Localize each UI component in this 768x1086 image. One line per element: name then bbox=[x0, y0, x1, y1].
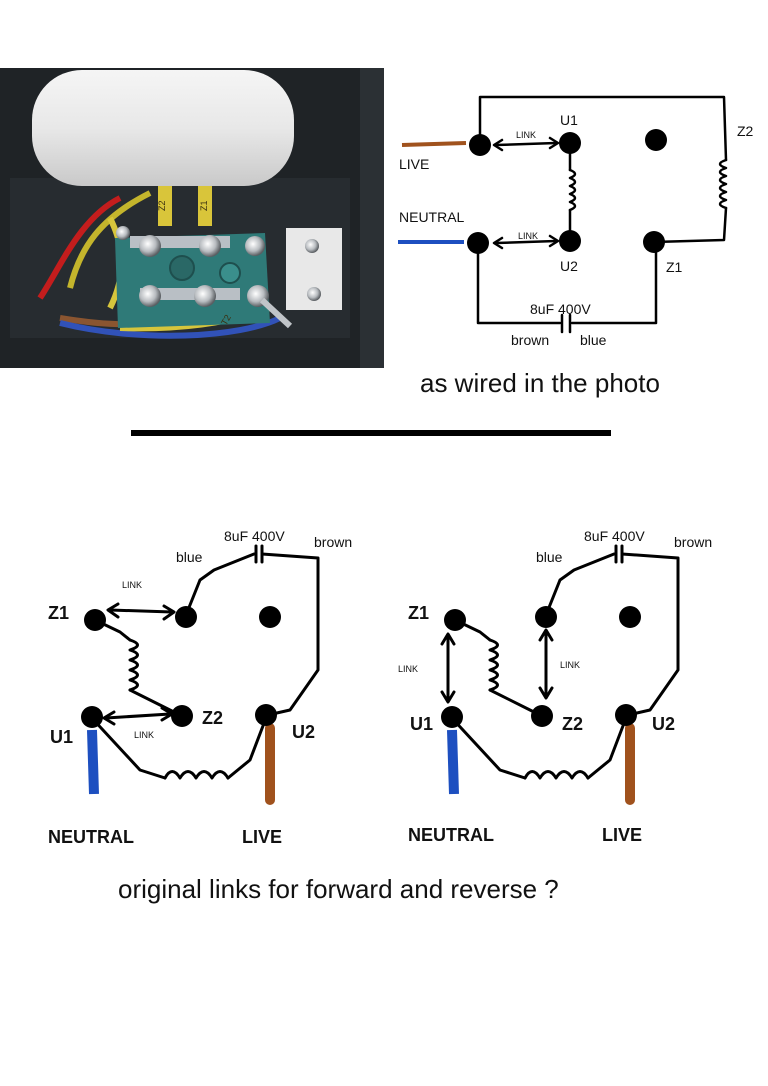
terminal-z2 bbox=[531, 705, 553, 727]
wire-blue-to-cap bbox=[184, 552, 256, 617]
label-capacitor: 8uF 400V bbox=[584, 528, 645, 544]
coil-u1-u2 bbox=[163, 770, 230, 780]
photo-wiring-diagram: LIVE NEUTRAL U1 U2 Z1 Z2 LINK LINK 8uF 4… bbox=[398, 95, 754, 348]
label-z1: Z1 bbox=[666, 259, 683, 275]
terminal-unused bbox=[259, 606, 281, 628]
coil-z1-z2 bbox=[128, 638, 139, 692]
forward-wiring-diagram: 8uF 400V blue brown LINK LINK Z1 Z2 U1 U… bbox=[48, 528, 352, 847]
label-u1: U1 bbox=[560, 112, 578, 128]
label-capacitor: 8uF 400V bbox=[530, 301, 591, 317]
wire-to-capacitor-left bbox=[476, 241, 562, 325]
terminal-nut bbox=[199, 235, 221, 257]
wire-to-capacitor-right bbox=[570, 240, 658, 325]
terminal-u1 bbox=[81, 706, 103, 728]
terminal-nut bbox=[245, 236, 265, 256]
label-blue: blue bbox=[580, 332, 607, 348]
sleeve-mark-t2: T2 bbox=[219, 313, 233, 327]
wire-blue-to-cap bbox=[544, 552, 616, 617]
label-z2: Z2 bbox=[737, 123, 754, 139]
label-live: LIVE bbox=[399, 156, 429, 172]
label-z2: Z2 bbox=[202, 708, 223, 728]
label-neutral: NEUTRAL bbox=[399, 209, 465, 225]
coil-u1-u2 bbox=[568, 168, 577, 212]
label-brown: brown bbox=[314, 534, 352, 550]
wire-cap-to-u2 bbox=[260, 552, 320, 717]
link-arrow-bottom bbox=[494, 239, 558, 245]
terminal-unused bbox=[645, 129, 667, 151]
label-link-left: LINK bbox=[398, 664, 418, 674]
reverse-wiring-diagram: 8uF 400V blue brown LINK LINK Z1 Z2 U1 U… bbox=[398, 528, 712, 845]
terminal-neutral bbox=[467, 232, 489, 254]
neutral-wire bbox=[447, 729, 459, 795]
live-wire-stub bbox=[401, 141, 467, 147]
terminal-nut bbox=[139, 285, 161, 307]
link-arrow-top bbox=[108, 608, 174, 614]
label-link-top: LINK bbox=[516, 130, 536, 140]
terminal-u2 bbox=[559, 230, 581, 252]
sleeve-mark-z2: Z2 bbox=[157, 200, 167, 211]
label-neutral: NEUTRAL bbox=[408, 825, 494, 845]
label-live: LIVE bbox=[602, 825, 642, 845]
terminal-u1 bbox=[559, 132, 581, 154]
label-brown: brown bbox=[511, 332, 549, 348]
capacitor-body bbox=[32, 70, 294, 186]
label-u1: U1 bbox=[50, 727, 73, 747]
terminal-unused bbox=[619, 606, 641, 628]
link-arrow-top bbox=[494, 141, 558, 147]
label-u2: U2 bbox=[652, 714, 675, 734]
coil-u1-u2 bbox=[523, 770, 590, 780]
sleeve-mark-z1: Z1 bbox=[199, 200, 209, 211]
label-z1: Z1 bbox=[408, 603, 429, 623]
label-link-bottom: LINK bbox=[134, 730, 154, 740]
terminal-box-photo: Z2 Z1 T2 bbox=[0, 68, 384, 368]
label-neutral: NEUTRAL bbox=[48, 827, 134, 847]
link-arrow-bottom bbox=[104, 712, 172, 720]
terminal-z1 bbox=[444, 609, 466, 631]
label-blue: blue bbox=[176, 549, 203, 565]
label-link-top: LINK bbox=[122, 580, 142, 590]
top-caption: as wired in the photo bbox=[420, 368, 660, 398]
terminal-z2 bbox=[171, 705, 193, 727]
terminal-u1 bbox=[441, 706, 463, 728]
terminal-box-photo-drawing: Z2 Z1 T2 bbox=[0, 68, 384, 368]
terminal-z1 bbox=[84, 609, 106, 631]
label-u2: U2 bbox=[292, 722, 315, 742]
wire-cap-to-u2 bbox=[620, 552, 680, 717]
terminal-u2 bbox=[255, 704, 277, 726]
coil-z1-z2 bbox=[488, 638, 499, 692]
label-capacitor: 8uF 400V bbox=[224, 528, 285, 544]
terminal-live bbox=[469, 134, 491, 156]
label-blue: blue bbox=[536, 549, 563, 565]
label-z2: Z2 bbox=[562, 714, 583, 734]
label-live: LIVE bbox=[242, 827, 282, 847]
label-link-bottom: LINK bbox=[518, 231, 538, 241]
terminal-nut bbox=[139, 235, 161, 257]
coil-z2 bbox=[718, 158, 728, 210]
label-link-right: LINK bbox=[560, 660, 580, 670]
label-u2: U2 bbox=[560, 258, 578, 274]
label-z1: Z1 bbox=[48, 603, 69, 623]
bottom-caption: original links for forward and reverse ? bbox=[118, 874, 559, 904]
terminal-u2 bbox=[615, 704, 637, 726]
label-brown: brown bbox=[674, 534, 712, 550]
terminal-blue bbox=[175, 606, 197, 628]
terminal-z1 bbox=[643, 231, 665, 253]
label-u1: U1 bbox=[410, 714, 433, 734]
terminal-nut bbox=[194, 285, 216, 307]
neutral-wire bbox=[87, 729, 99, 795]
terminal-blue bbox=[535, 606, 557, 628]
wire-top-loop bbox=[478, 95, 728, 162]
wire-z2-to-z1 bbox=[652, 206, 728, 244]
section-divider bbox=[131, 430, 611, 436]
